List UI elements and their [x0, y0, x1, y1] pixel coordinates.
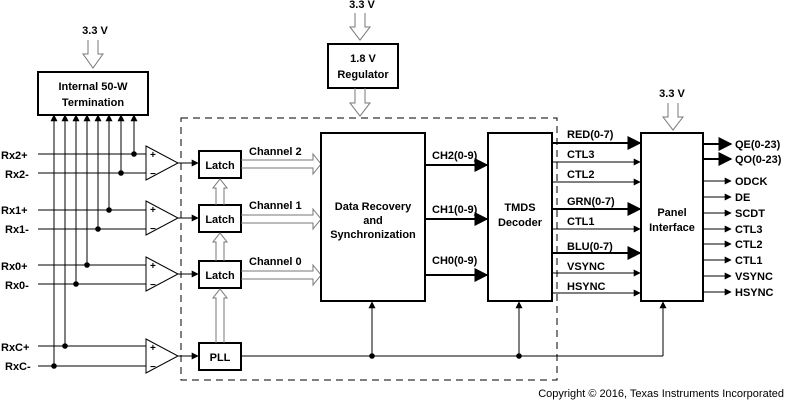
panel-interface-block: Panel Interface	[640, 132, 704, 302]
regulator-label-line2: Regulator	[337, 69, 389, 81]
panel-out-hsync: HSYNC	[735, 287, 774, 299]
panel-out-qo: QO(0-23)	[735, 154, 782, 166]
ch1-bus-label: CH1(0-9)	[432, 204, 478, 216]
amp-ch0: + −	[145, 256, 180, 292]
termination-supply-arrow	[82, 40, 104, 69]
input-rx1n: Rx1-	[5, 224, 29, 236]
termination-label-line2: Termination	[62, 97, 124, 109]
ch0-bus-label: CH0(0-9)	[432, 255, 478, 267]
input-labels: Rx2+ Rx2- Rx1+ Rx1- Rx0+ Rx0- RxC+ RxC-	[1, 150, 31, 373]
panel-output-lines	[703, 137, 733, 296]
termination-supply-label: 3.3 V	[82, 25, 108, 37]
input-wires	[38, 153, 146, 367]
latch-ch0-label: Latch	[205, 270, 235, 282]
amp-ch0-minus: −	[150, 280, 156, 291]
pll-label: PLL	[210, 352, 231, 364]
termination-supply: 3.3 V	[82, 25, 109, 69]
ch2-bus-label: CH2(0-9)	[432, 150, 478, 162]
clock-distribution	[211, 178, 229, 343]
junction-dots	[51, 151, 137, 369]
panel-supply-arrow	[661, 103, 685, 131]
panel-out-odck: ODCK	[735, 176, 767, 188]
amp-ch0-plus: +	[150, 261, 156, 272]
out-ctl1: CTL1	[567, 216, 595, 228]
termination-block: Internal 50-W Termination	[37, 71, 149, 116]
regulator-label-line1: 1.8 V	[350, 53, 376, 65]
latch-ch1: Latch	[198, 204, 242, 233]
data-recovery-label-line2: and	[363, 215, 383, 227]
out-blu: BLU(0-7)	[567, 241, 613, 253]
clock-bus	[241, 301, 667, 359]
channel-0-label: Channel 0	[249, 256, 302, 268]
tmds-label-line1: TMDS	[504, 202, 535, 214]
latch-ch0: Latch	[198, 260, 242, 289]
tmds-decoder-block: TMDS Decoder	[487, 132, 553, 302]
amp-ch2-minus: −	[150, 169, 156, 180]
panel-out-vsync: VSYNC	[735, 271, 773, 283]
amp-ch1-plus: +	[150, 205, 156, 216]
regulator-supply-arrow	[348, 13, 372, 41]
amp-clock-plus: +	[150, 343, 156, 354]
channel-labels: Channel 2 Channel 1 Channel 0	[249, 146, 302, 268]
input-rx1p: Rx1+	[1, 205, 28, 217]
ch-buses: CH2(0-9) CH1(0-9) CH0(0-9)	[425, 150, 489, 282]
channel-1-label: Channel 1	[249, 200, 302, 212]
panel-out-qe: QE(0-23)	[735, 139, 781, 151]
data-recovery-label-line1: Data Recovery	[335, 201, 412, 213]
chip-boundary	[180, 117, 558, 381]
amp-outputs	[178, 159, 199, 360]
out-hsync: HSYNC	[567, 281, 606, 293]
panel-out-ctl1: CTL1	[735, 255, 763, 267]
panel-out-ctl2: CTL2	[735, 239, 763, 251]
channel-2-label: Channel 2	[249, 146, 302, 158]
amp-ch1: + −	[145, 200, 180, 236]
out-red: RED(0-7)	[567, 129, 614, 141]
input-rx2n: Rx2-	[5, 169, 29, 181]
out-grn: GRN(0-7)	[567, 196, 615, 208]
latch-ch2-label: Latch	[205, 160, 235, 172]
latch-ch2: Latch	[198, 150, 242, 179]
out-vsync: VSYNC	[567, 261, 605, 273]
copyright-notice: Copyright © 2016, Texas Instruments Inco…	[538, 388, 784, 400]
data-recovery-label-line3: Synchronization	[330, 229, 416, 241]
panel-output-labels: QE(0-23) QO(0-23) ODCK DE SCDT CTL3 CTL2…	[735, 139, 782, 299]
panel-supply-label: 3.3 V	[659, 88, 685, 100]
amp-clock: + −	[145, 338, 180, 374]
tmds-label-line2: Decoder	[498, 217, 543, 229]
regulator-supply-label: 3.3 V	[349, 0, 375, 11]
termination-taps	[50, 114, 138, 366]
input-rxcp: RxC+	[1, 342, 29, 354]
termination-label-line1: Internal 50-W	[58, 81, 128, 93]
regulator-block: 1.8 V Regulator	[327, 43, 399, 89]
panel-out-ctl3: CTL3	[735, 224, 763, 236]
amp-ch1-minus: −	[150, 224, 156, 235]
input-rxcn: RxC-	[5, 361, 31, 373]
data-recovery-block: Data Recovery and Synchronization	[320, 132, 426, 302]
panel-label-line1: Panel	[657, 207, 686, 219]
panel-out-de: DE	[735, 192, 750, 204]
decoder-output-lines	[552, 136, 642, 297]
regulator-supply: 3.3 V	[348, 0, 376, 41]
latch-ch1-label: Latch	[205, 214, 235, 226]
regulator-output-arrow	[348, 88, 372, 117]
panel-label-line2: Interface	[649, 222, 695, 234]
decoder-output-labels: RED(0-7) CTL3 CTL2 GRN(0-7) CTL1 BLU(0-7…	[567, 129, 615, 293]
panel-out-scdt: SCDT	[735, 208, 765, 220]
pll-block: PLL	[198, 342, 242, 371]
amp-clock-minus: −	[150, 362, 156, 373]
input-rx2p: Rx2+	[1, 150, 28, 162]
panel-supply: 3.3 V	[659, 88, 686, 131]
amp-ch2: + −	[145, 145, 180, 181]
out-ctl3: CTL3	[567, 149, 595, 161]
input-rx0p: Rx0+	[1, 261, 28, 273]
out-ctl2: CTL2	[567, 169, 595, 181]
input-rx0n: Rx0-	[5, 280, 29, 292]
amp-ch2-plus: +	[150, 150, 156, 161]
